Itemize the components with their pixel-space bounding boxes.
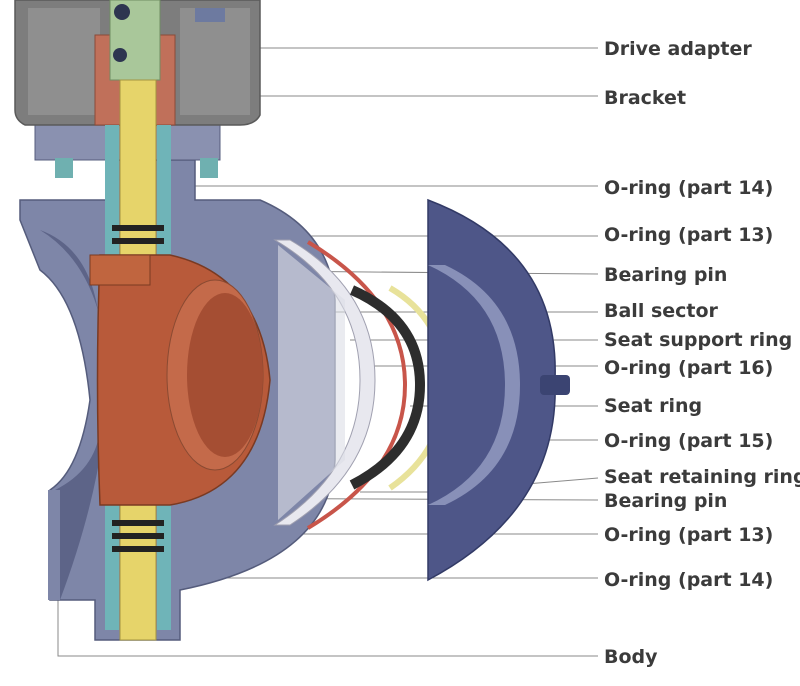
body-lower-flange — [48, 490, 60, 600]
label-oring-part-16: O-ring (part 16) — [604, 357, 774, 379]
seat-retaining-ring — [427, 198, 570, 582]
label-oring-13-top: O-ring (part 13) — [604, 224, 774, 246]
seat-ring — [349, 285, 426, 490]
label-bracket: Bracket — [604, 87, 687, 109]
seat-support-ring — [273, 239, 376, 526]
label-seat-ring: Seat ring — [604, 395, 703, 417]
label-oring-14-bottom: O-ring (part 14) — [604, 569, 774, 591]
label-drive-adapter: Drive adapter — [604, 38, 752, 60]
label-seat-support-ring: Seat support ring — [604, 329, 793, 351]
oring-part-16 — [306, 240, 408, 530]
label-seat-retaining-ring: Seat retaining ring — [604, 466, 800, 488]
label-oring-13-bottom: O-ring (part 13) — [604, 524, 774, 546]
ball-sector — [89, 254, 271, 506]
label-bearing-pin-bottom: Bearing pin — [604, 490, 728, 512]
label-ball-sector: Ball sector — [604, 300, 718, 322]
label-body: Body — [604, 646, 658, 668]
label-oring-14-top: O-ring (part 14) — [604, 177, 774, 199]
label-bearing-pin-top: Bearing pin — [604, 264, 728, 286]
label-oring-part-15: O-ring (part 15) — [604, 430, 774, 452]
